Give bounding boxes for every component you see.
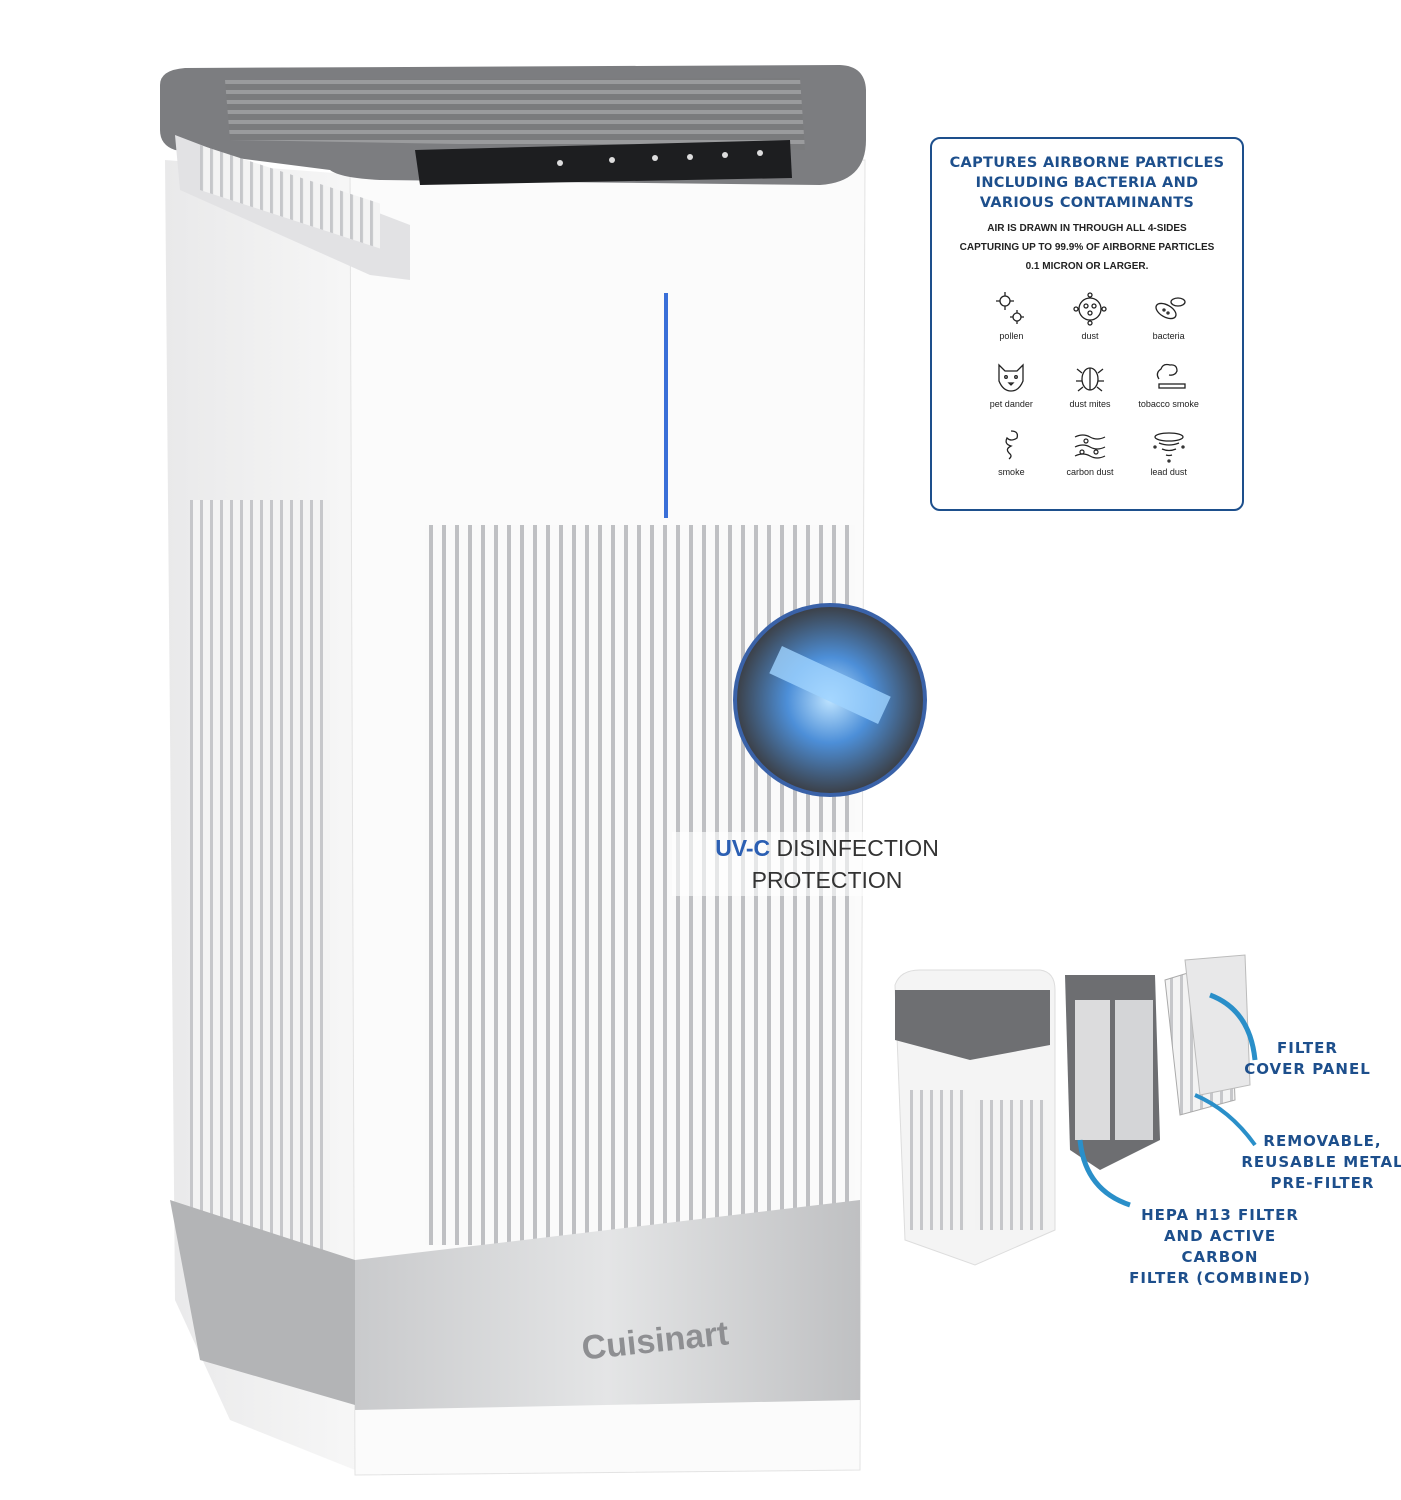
- label-line: FILTER: [1277, 1039, 1338, 1057]
- contaminant-label: lead dust: [1150, 467, 1187, 477]
- uv-c-callout: UV-C DISINFECTION PROTECTION: [672, 832, 982, 896]
- uv-c-highlight: UV-C: [715, 835, 771, 861]
- contaminant-tobacco-smoke: tobacco smoke: [1129, 357, 1208, 409]
- uv-callout-line1: DISINFECTION: [770, 835, 939, 861]
- control-panel: [415, 140, 792, 185]
- contaminant-dust-mites: dust mites: [1051, 357, 1130, 409]
- lead-dust-icon: [1153, 432, 1185, 463]
- contaminant-label: pollen: [999, 331, 1024, 341]
- contaminant-carbon-dust: carbon dust: [1051, 425, 1130, 477]
- filter-exploded-view: [894, 954, 1258, 1266]
- pollen-icon: [996, 292, 1025, 324]
- base-band: [355, 1200, 860, 1410]
- info-subtitle: AIR IS DRAWN IN THROUGH ALL 4-SIDES CAPT…: [942, 219, 1232, 276]
- main-unit: Cuisinart: [160, 65, 927, 1476]
- contaminant-pet-dander: pet dander: [972, 357, 1051, 409]
- top-grill: [225, 78, 805, 150]
- pet-icon: [998, 363, 1024, 392]
- label-line: REMOVABLE,: [1263, 1132, 1382, 1150]
- side-vents: [190, 500, 330, 1260]
- contaminant-lead-dust: lead dust: [1129, 425, 1208, 477]
- uv-callout-line2: PROTECTION: [751, 867, 903, 893]
- carbon-dust-icon: [1074, 434, 1106, 459]
- subtitle-line: 0.1 MICRON OR LARGER.: [1025, 261, 1149, 272]
- contaminant-grid: pollen dust bacteria pet dander dust mit…: [972, 289, 1208, 477]
- smoke-icon: [1005, 430, 1019, 460]
- label-line: COVER PANEL: [1244, 1060, 1371, 1078]
- contaminant-label: smoke: [998, 467, 1025, 477]
- contaminants-info-box: CAPTURES AIRBORNE PARTICLES INCLUDING BA…: [930, 137, 1244, 511]
- subtitle-line: AIR IS DRAWN IN THROUGH ALL 4-SIDES: [987, 223, 1187, 234]
- contaminant-smoke: smoke: [972, 425, 1051, 477]
- contaminant-label: carbon dust: [1066, 467, 1114, 477]
- base-band-side: [170, 1200, 355, 1405]
- contaminant-label: pet dander: [989, 399, 1033, 409]
- label-line: HEPA H13 FILTER: [1141, 1206, 1299, 1224]
- cigarette-icon: [1156, 363, 1186, 389]
- label-line: FILTER (COMBINED): [1129, 1269, 1311, 1287]
- contaminant-label: dust: [1081, 331, 1099, 341]
- label-line: REUSABLE METAL: [1241, 1153, 1401, 1171]
- bacteria-icon: [1155, 297, 1186, 320]
- contaminant-bacteria: bacteria: [1129, 289, 1208, 341]
- contaminant-pollen: pollen: [972, 289, 1051, 341]
- pre-filter-label: REMOVABLE, REUSABLE METAL PRE-FILTER: [1240, 1131, 1401, 1194]
- info-title: CAPTURES AIRBORNE PARTICLES INCLUDING BA…: [949, 155, 1225, 211]
- contaminant-label: bacteria: [1152, 331, 1185, 341]
- dust-icon: [1073, 292, 1107, 326]
- hepa-filter-label: HEPA H13 FILTER AND ACTIVE CARBON FILTER…: [1125, 1205, 1315, 1289]
- contaminant-label: tobacco smoke: [1138, 399, 1199, 409]
- subtitle-line: CAPTURING UP TO 99.9% OF AIRBORNE PARTIC…: [959, 242, 1215, 253]
- label-line: PRE-FILTER: [1270, 1174, 1375, 1192]
- contaminant-dust: dust: [1051, 289, 1130, 341]
- led-indicator: [664, 293, 668, 518]
- mite-icon: [1075, 367, 1104, 392]
- label-line: AND ACTIVE CARBON: [1163, 1227, 1277, 1266]
- filter-cover-panel-label: FILTER COVER PANEL: [1240, 1038, 1375, 1080]
- contaminant-label: dust mites: [1069, 399, 1111, 409]
